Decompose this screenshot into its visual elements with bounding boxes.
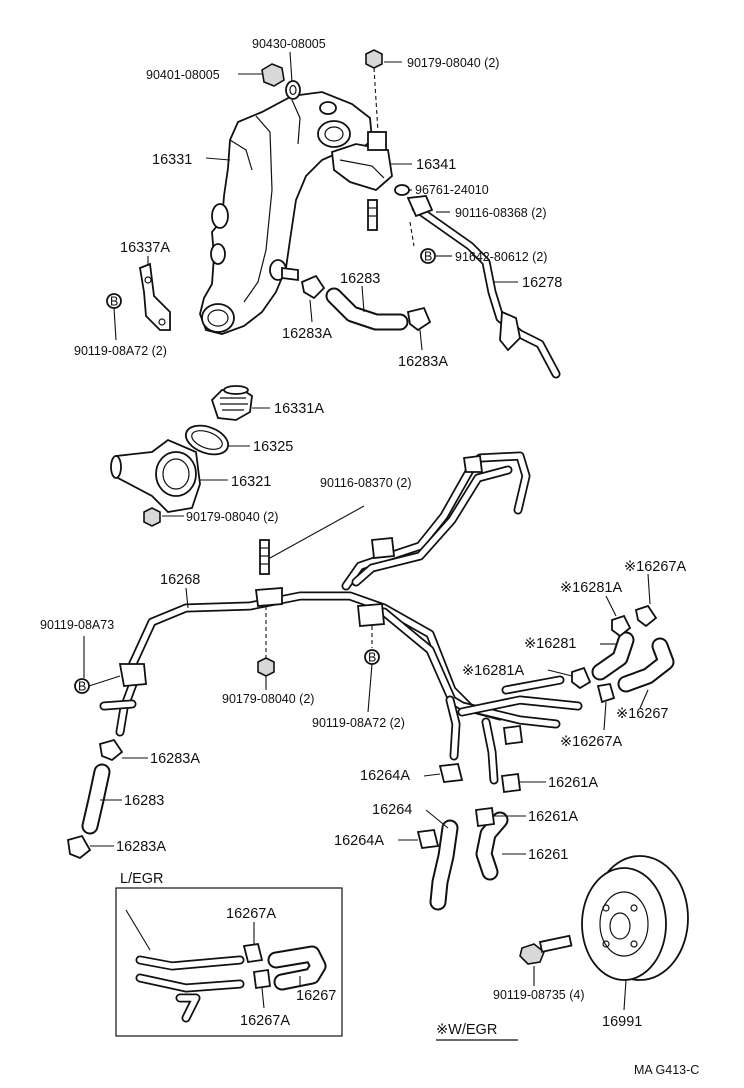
- label-16278: 16278: [522, 275, 562, 291]
- stud-90116-top: [367, 199, 378, 231]
- clamp-16283A-top-right: [406, 306, 432, 332]
- hose-16281: [591, 631, 635, 681]
- clamp-16281A-top: [611, 614, 632, 638]
- label-90401-08005: 90401-08005: [146, 68, 220, 82]
- label-16283-lower: 16283: [124, 793, 164, 809]
- label-90119-08A72-low: 90119-08A72 (2): [312, 716, 405, 730]
- label-16283A-lower-bottom: 16283A: [116, 839, 166, 855]
- bolt-90119-pulley: [519, 934, 573, 965]
- svg-text:B: B: [368, 651, 376, 665]
- stud-90116-mid: [259, 539, 270, 575]
- water-bypass-outlet-16331: [199, 91, 373, 335]
- clamp-16264A-2: [416, 829, 440, 849]
- label-16264: 16264: [372, 802, 412, 818]
- clamp-16281A-mid: [571, 666, 592, 690]
- label-16341: 16341: [416, 157, 456, 173]
- water-inlet-16321: [110, 438, 201, 513]
- clamp-16283A-top-left: [281, 266, 326, 300]
- label-16268: 16268: [160, 572, 200, 588]
- label-16264A-1: 16264A: [360, 768, 410, 784]
- hose-16283-lower: [81, 763, 111, 835]
- bolt-marker-b: B B B B: [74, 248, 436, 694]
- label-16281A-mid: ※16281A: [462, 663, 524, 679]
- hose-16283-top: [325, 287, 409, 331]
- thermostat-16331A: [210, 385, 253, 421]
- label-16325: 16325: [253, 439, 293, 455]
- label-16331: 16331: [152, 152, 192, 168]
- label-16267A-mid: ※16267A: [560, 734, 622, 750]
- label-96761-24010: 96761-24010: [415, 183, 489, 197]
- svg-text:B: B: [78, 680, 86, 694]
- plug-90401: [261, 63, 285, 87]
- bypass-pipe-16278: [406, 195, 561, 379]
- nut-90179-top: [365, 49, 383, 133]
- label-90430-08005: 90430-08005: [252, 37, 326, 51]
- label-diagram-code: MA G413-C: [634, 1063, 699, 1077]
- gasket-96761: [394, 184, 410, 196]
- hose-16267: [617, 637, 675, 693]
- water-pipe-16268: [99, 451, 583, 785]
- label-16281: ※16281: [524, 636, 576, 652]
- label-90179-08040-low: 90179-08040 (2): [222, 692, 314, 706]
- label-16261: 16261: [528, 847, 568, 863]
- label-16321: 16321: [231, 474, 271, 490]
- clamp-16283A-lower-bottom: [66, 834, 92, 860]
- label-90119-08A73: 90119-08A73: [40, 618, 114, 632]
- clamp-16283A-lower-top: [98, 738, 124, 762]
- label-16331A: 16331A: [274, 401, 324, 417]
- part-labels: 90430-08005 90401-08005 90179-08040 (2) …: [40, 37, 699, 1077]
- hose-16261: [475, 811, 509, 881]
- bracket-16337A: [138, 262, 171, 331]
- label-90179-08040-top: 90179-08040 (2): [407, 56, 499, 70]
- label-90116-08370: 90116-08370 (2): [320, 476, 412, 490]
- clamp-16267A-top: [634, 604, 658, 628]
- flange-16341: [331, 131, 393, 192]
- label-16267A-top: ※16267A: [624, 559, 686, 575]
- gasket-90430: [285, 80, 301, 100]
- clamp-16264A-1: [438, 763, 464, 783]
- gasket-16325: [184, 424, 230, 456]
- label-l-egr-16267A-1: 16267A: [226, 906, 276, 922]
- label-16337A: 16337A: [120, 240, 170, 256]
- label-90119-08735: 90119-08735 (4): [493, 988, 585, 1002]
- label-w-egr: ※W/EGR: [436, 1022, 497, 1038]
- label-l-egr: L/EGR: [120, 871, 164, 887]
- leader-lines: [83, 51, 651, 1041]
- label-90179-08040-mid: 90179-08040 (2): [186, 510, 278, 524]
- pulley-16991: [581, 855, 689, 981]
- label-90116-08368: 90116-08368 (2): [455, 206, 547, 220]
- label-16267: ※16267: [616, 706, 668, 722]
- label-90119-08A72-top: 90119-08A72 (2): [74, 344, 167, 358]
- svg-text:B: B: [110, 295, 118, 309]
- label-l-egr-16267: 16267: [296, 988, 336, 1004]
- label-16261A-2: 16261A: [528, 809, 578, 825]
- l-egr-inset: [115, 887, 343, 1037]
- hose-16264: [429, 819, 459, 911]
- label-16261A-1: 16261A: [548, 775, 598, 791]
- nut-90179-pipe: [257, 606, 275, 677]
- label-16991: 16991: [602, 1014, 642, 1030]
- clamp-16261A-2: [474, 806, 496, 828]
- label-16281A-top: ※16281A: [560, 580, 622, 596]
- label-16264A-2: 16264A: [334, 833, 384, 849]
- label-l-egr-16267A-2: 16267A: [240, 1013, 290, 1029]
- nut-90179-mid: [143, 507, 161, 527]
- label-91642-80612: 91642-80612 (2): [455, 250, 547, 264]
- label-16283A-top-right: 16283A: [398, 354, 448, 370]
- label-16283-top: 16283: [340, 271, 380, 287]
- clamp-16267A-mid: [596, 682, 616, 704]
- label-16283A-lower-top: 16283A: [150, 751, 200, 767]
- clamp-16261A-1: [500, 772, 522, 794]
- svg-text:B: B: [424, 250, 432, 264]
- label-16283A-top-left: 16283A: [282, 326, 332, 342]
